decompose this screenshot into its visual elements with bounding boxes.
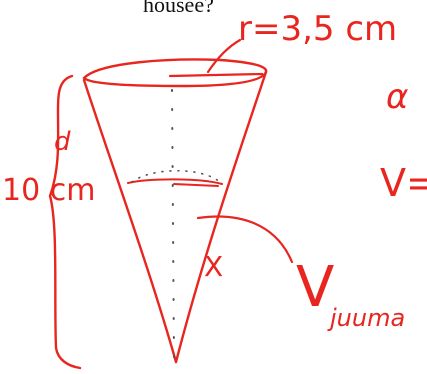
height-bracket [48,74,82,370]
liquid-level-back [131,169,221,183]
d-label: d [54,127,71,157]
liquid-level-ellipse [127,178,223,185]
radius-label: r=3,5 cm [238,9,397,49]
cone-rim-ellipse [82,58,268,88]
volume-pointer [196,215,294,264]
x-label: X [204,250,223,283]
volume-formula-label: V= [380,161,427,205]
volume-v-label: V [296,255,334,320]
cone-axis [171,89,175,361]
radius-pointer [206,38,242,74]
cone-right-side [174,70,268,364]
cropped-question-text: housee? [143,0,214,17]
cone-left-side [82,78,178,364]
liquid-radius-line [173,183,219,187]
alpha-label: α [386,77,408,117]
volume-subscript-label: juuma [327,304,405,332]
radius-line [168,72,264,78]
height-label: 10 cm [2,173,95,208]
